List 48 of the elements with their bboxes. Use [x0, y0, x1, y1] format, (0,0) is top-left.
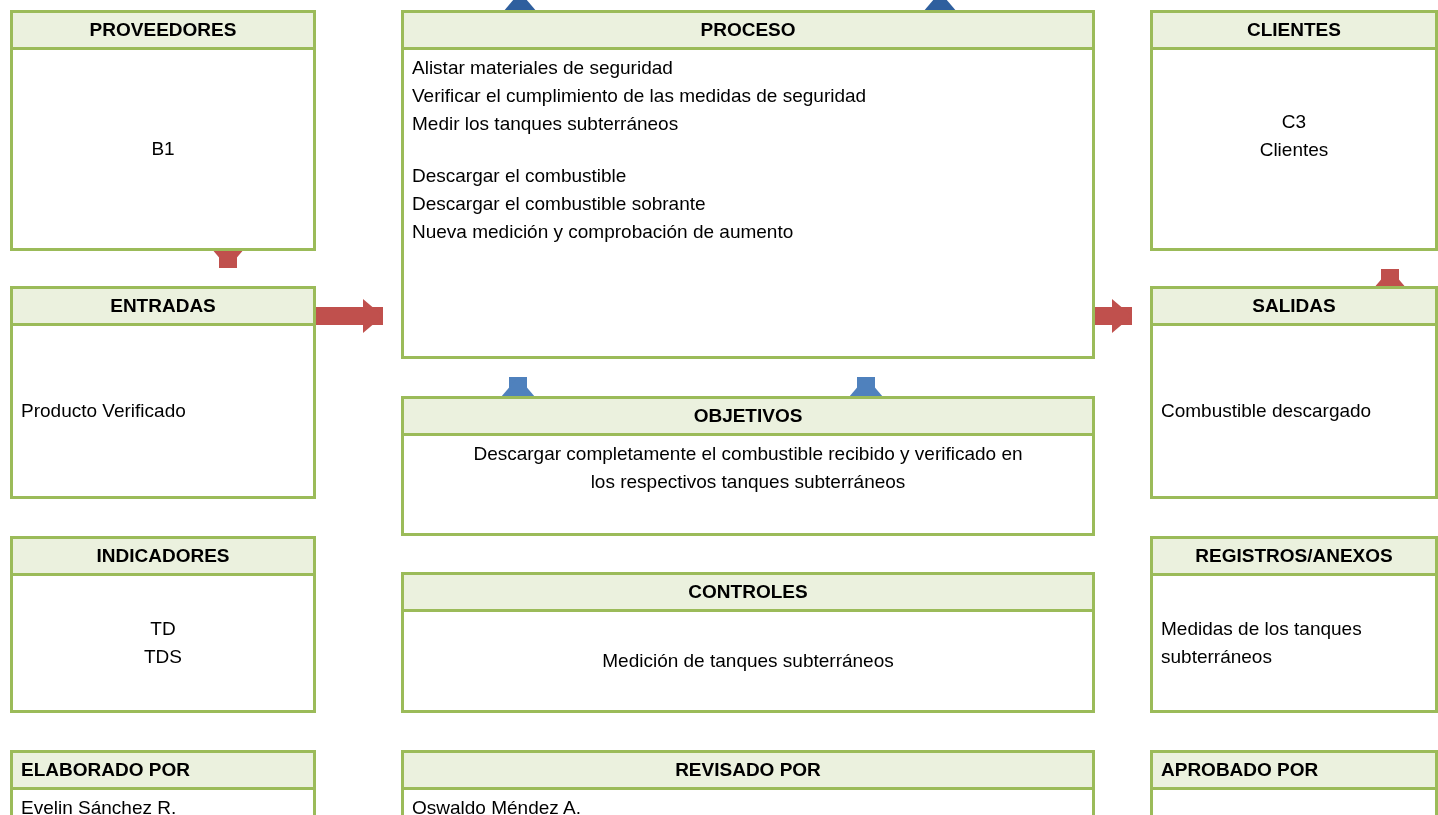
body-text: Medir los tanques subterráneos [412, 112, 679, 136]
body-text: Verificar el cumplimiento de las medidas de seguridad [412, 84, 867, 108]
body-text: C3 [1281, 110, 1307, 134]
body-text: Descargar el combustible sobrante [412, 192, 706, 216]
body-text: TDS [144, 645, 182, 669]
body-text: Evelin Sánchez R. [21, 796, 177, 815]
header-bar: PROVEEDORES [13, 13, 313, 50]
block-arrow [501, 377, 535, 397]
record-box [1150, 536, 1438, 713]
header-bar: APROBADO POR [1153, 753, 1435, 790]
signature-box [401, 750, 1095, 815]
indicator-box [10, 536, 316, 713]
body-text: Nueva medición y comprobación de aumento [412, 220, 794, 244]
body-text: Clientes [1259, 138, 1329, 162]
control-box [401, 572, 1095, 713]
body-text: Alistar materiales de seguridad [412, 56, 673, 80]
objective-box [401, 396, 1095, 536]
body-text: Medición de tanques subterráneos [602, 649, 894, 673]
body-text: Medidas de los tanques subterráneos [1161, 617, 1363, 669]
block-arrow [316, 299, 383, 333]
header-bar: ELABORADO POR [13, 753, 313, 790]
header-bar: PROCESO [404, 13, 1092, 50]
block-arrow [503, 0, 537, 12]
body-text: Descargar completamente el combustible recibido y verificado en los respectivos tanques subterráneos [472, 442, 1024, 494]
block-arrow [923, 0, 957, 12]
supplier-box [10, 10, 316, 251]
output-box [1150, 286, 1438, 499]
body-text: Oswaldo Méndez A. [412, 796, 581, 815]
header-bar: OBJETIVOS [404, 399, 1092, 436]
header-bar: REGISTROS/ANEXOS [1153, 539, 1435, 576]
input-box [10, 286, 316, 499]
header-bar: CONTROLES [404, 575, 1092, 612]
body-text: TD [150, 617, 176, 641]
header-bar: SALIDAS [1153, 289, 1435, 326]
client-box [1150, 10, 1438, 251]
body-text: Producto Verificado [21, 399, 186, 423]
process-box [401, 10, 1095, 359]
block-arrow [849, 377, 883, 397]
body-text: B1 [151, 137, 175, 161]
body-text: Descargar el combustible [412, 164, 627, 188]
header-bar: REVISADO POR [404, 753, 1092, 790]
header-bar: CLIENTES [1153, 13, 1435, 50]
header-bar: ENTRADAS [13, 289, 313, 326]
signature-box [10, 750, 316, 815]
header-bar: INDICADORES [13, 539, 313, 576]
signature-box [1150, 750, 1438, 815]
body-text: Combustible descargado [1161, 399, 1372, 423]
block-arrow [1095, 299, 1132, 333]
